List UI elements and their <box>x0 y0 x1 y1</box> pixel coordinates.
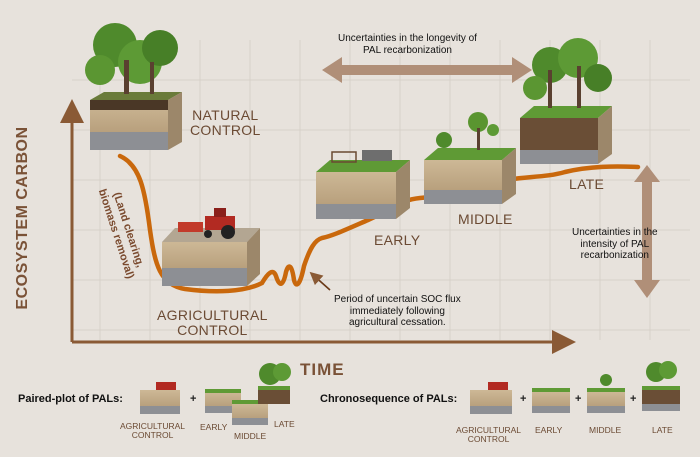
late-block <box>520 38 612 164</box>
plus-sign: + <box>630 393 637 405</box>
plus-sign: + <box>575 393 582 405</box>
tree-icon <box>85 23 178 94</box>
chrono-early-label: EARLY <box>535 425 563 435</box>
tree-icon <box>523 38 612 108</box>
chrono-late-label: LATE <box>652 425 673 435</box>
legend-chronosequence-blocks <box>470 361 680 414</box>
plus-sign: + <box>190 393 197 405</box>
late-label: LATE <box>569 176 605 192</box>
x-axis-label: TIME <box>300 360 345 379</box>
paired-early-label: EARLY <box>200 422 228 432</box>
plus-sign: + <box>520 393 527 405</box>
legend-paired-plot-blocks <box>140 363 291 425</box>
paired-late-label: LATE <box>274 419 295 429</box>
y-axis-label: ECOSYSTEM CARBON <box>14 126 31 310</box>
chrono-middle-label: MIDDLE <box>589 425 622 435</box>
middle-label: MIDDLE <box>458 211 513 227</box>
early-block <box>316 150 410 219</box>
paired-plot-title: Paired-plot of PALs: <box>18 393 123 405</box>
early-label: EARLY <box>374 232 421 248</box>
tree-icon <box>436 112 499 150</box>
longevity-arrow <box>322 57 532 83</box>
agricultural-control-block <box>162 208 260 286</box>
soc-flux-pointer <box>309 271 331 291</box>
intensity-arrow <box>634 165 660 298</box>
tractor-icon <box>178 208 235 239</box>
middle-block <box>424 112 516 204</box>
chronosequence-title: Chronosequence of PALs: <box>320 393 458 405</box>
natural-control-block <box>85 23 182 150</box>
paired-middle-label: MIDDLE <box>234 431 267 441</box>
